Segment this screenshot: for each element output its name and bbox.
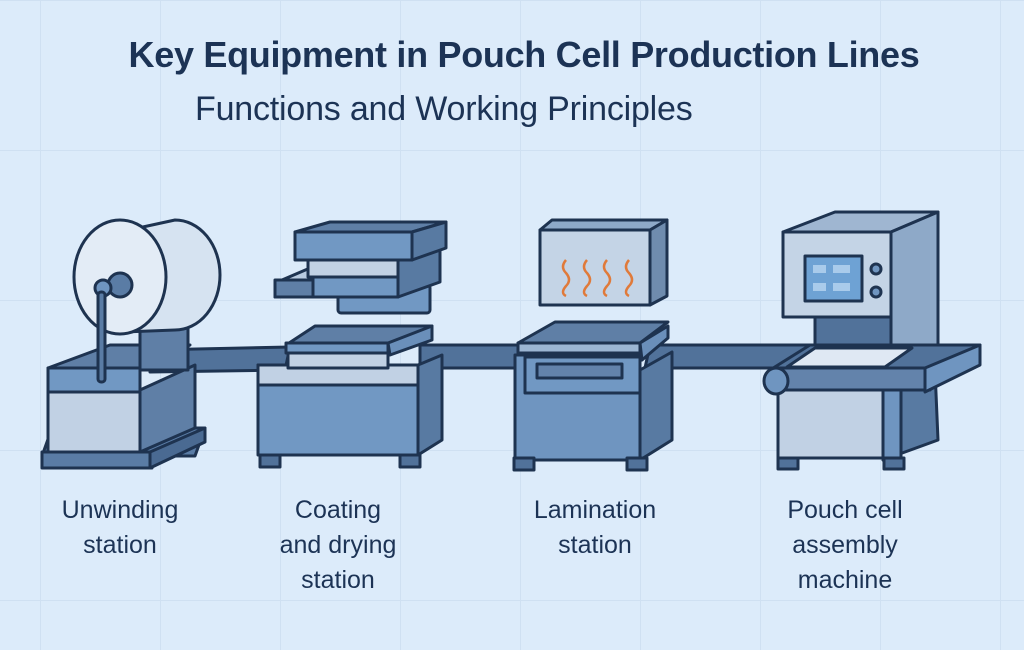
- station-label-coating: Coating and drying station: [248, 493, 428, 598]
- control-knob-icon: [869, 285, 883, 299]
- label-line: Pouch cell: [787, 496, 903, 524]
- heat-waves-icon: [561, 259, 634, 298]
- label-line: Lamination: [533, 496, 657, 524]
- unwinding-station-illustration: [40, 218, 222, 470]
- station-label-unwinding: Unwinding station: [30, 493, 210, 563]
- label-line: Unwinding: [61, 496, 179, 524]
- pouch-cell-assembly-machine-illustration: [762, 210, 982, 471]
- label-line: Coating: [294, 496, 382, 524]
- lamination-station-illustration: [512, 218, 674, 472]
- page-title: Key Equipment in Pouch Cell Production L…: [128, 34, 920, 75]
- label-line: station: [301, 566, 375, 594]
- station-label-assembly: Pouch cell assembly machine: [755, 493, 935, 598]
- station-label-lamination: Lamination station: [505, 493, 685, 563]
- label-line: machine: [797, 566, 893, 594]
- coating-drying-station-illustration: [256, 220, 448, 469]
- conveyor-belt: [148, 343, 812, 374]
- control-knob-icon: [869, 262, 883, 276]
- label-line: station: [558, 531, 632, 559]
- label-line: assembly: [792, 531, 898, 559]
- control-screen-icon: [803, 254, 864, 303]
- label-line: and drying: [279, 531, 397, 559]
- page-subtitle: Functions and Working Principles: [195, 90, 693, 128]
- label-line: station: [83, 531, 157, 559]
